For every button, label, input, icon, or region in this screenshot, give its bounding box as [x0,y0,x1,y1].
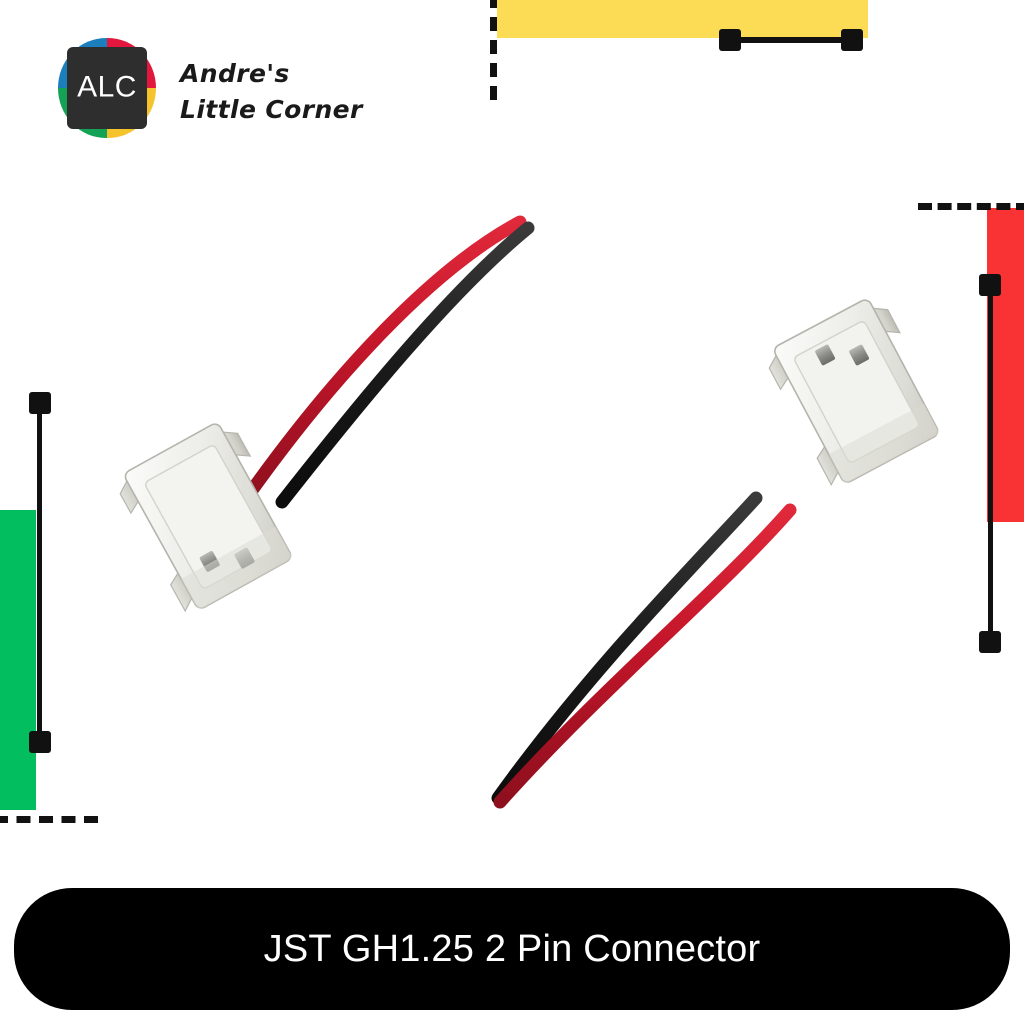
crop-guide-dashed-horizontal-left [0,816,98,823]
measure-line-left [37,404,42,742]
connector-right-shadow [828,403,939,483]
crop-guide-dashed-horizontal-right [918,203,1024,210]
crop-guide-dashed-vertical-left [490,0,497,100]
measure-handle-left-top [29,392,51,414]
brand-logo: ALC Andre's Little Corner [58,38,398,138]
product-photo [0,150,1024,850]
brand-name-line-2: Little Corner [180,95,363,124]
caption-banner: JST GH1.25 2 Pin Connector [14,888,1010,1010]
measure-line-right [988,288,993,642]
connector-right-pin-1 [815,344,835,366]
accent-block-yellow [497,0,868,38]
connector-right-pin-2 [849,344,869,366]
wire-red-lower [493,503,797,809]
accent-block-green [0,510,36,810]
measure-handle-top-left [719,29,741,51]
product-caption: JST GH1.25 2 Pin Connector [263,927,761,970]
measure-handle-right-bottom [979,631,1001,653]
wire-black-lower [491,491,763,805]
wire-black-upper [275,221,535,509]
accent-block-red [987,208,1024,522]
measure-handle-top-right [841,29,863,51]
brand-name: Andre's Little Corner [180,56,363,128]
measure-handle-left-bottom [29,731,51,753]
connector-left-shadow [181,526,292,609]
connector-left [119,423,292,613]
measure-line-top [728,37,854,43]
brand-name-line-1: Andre's [180,59,290,88]
connector-illustration [119,215,939,809]
logo-monogram: ALC [77,70,137,104]
wire-red-upper [238,215,527,507]
measure-handle-right-top [979,274,1001,296]
logo-mark-icon: ALC [58,38,156,138]
logo-square-plate: ALC [67,47,147,129]
connector-right [768,299,939,487]
